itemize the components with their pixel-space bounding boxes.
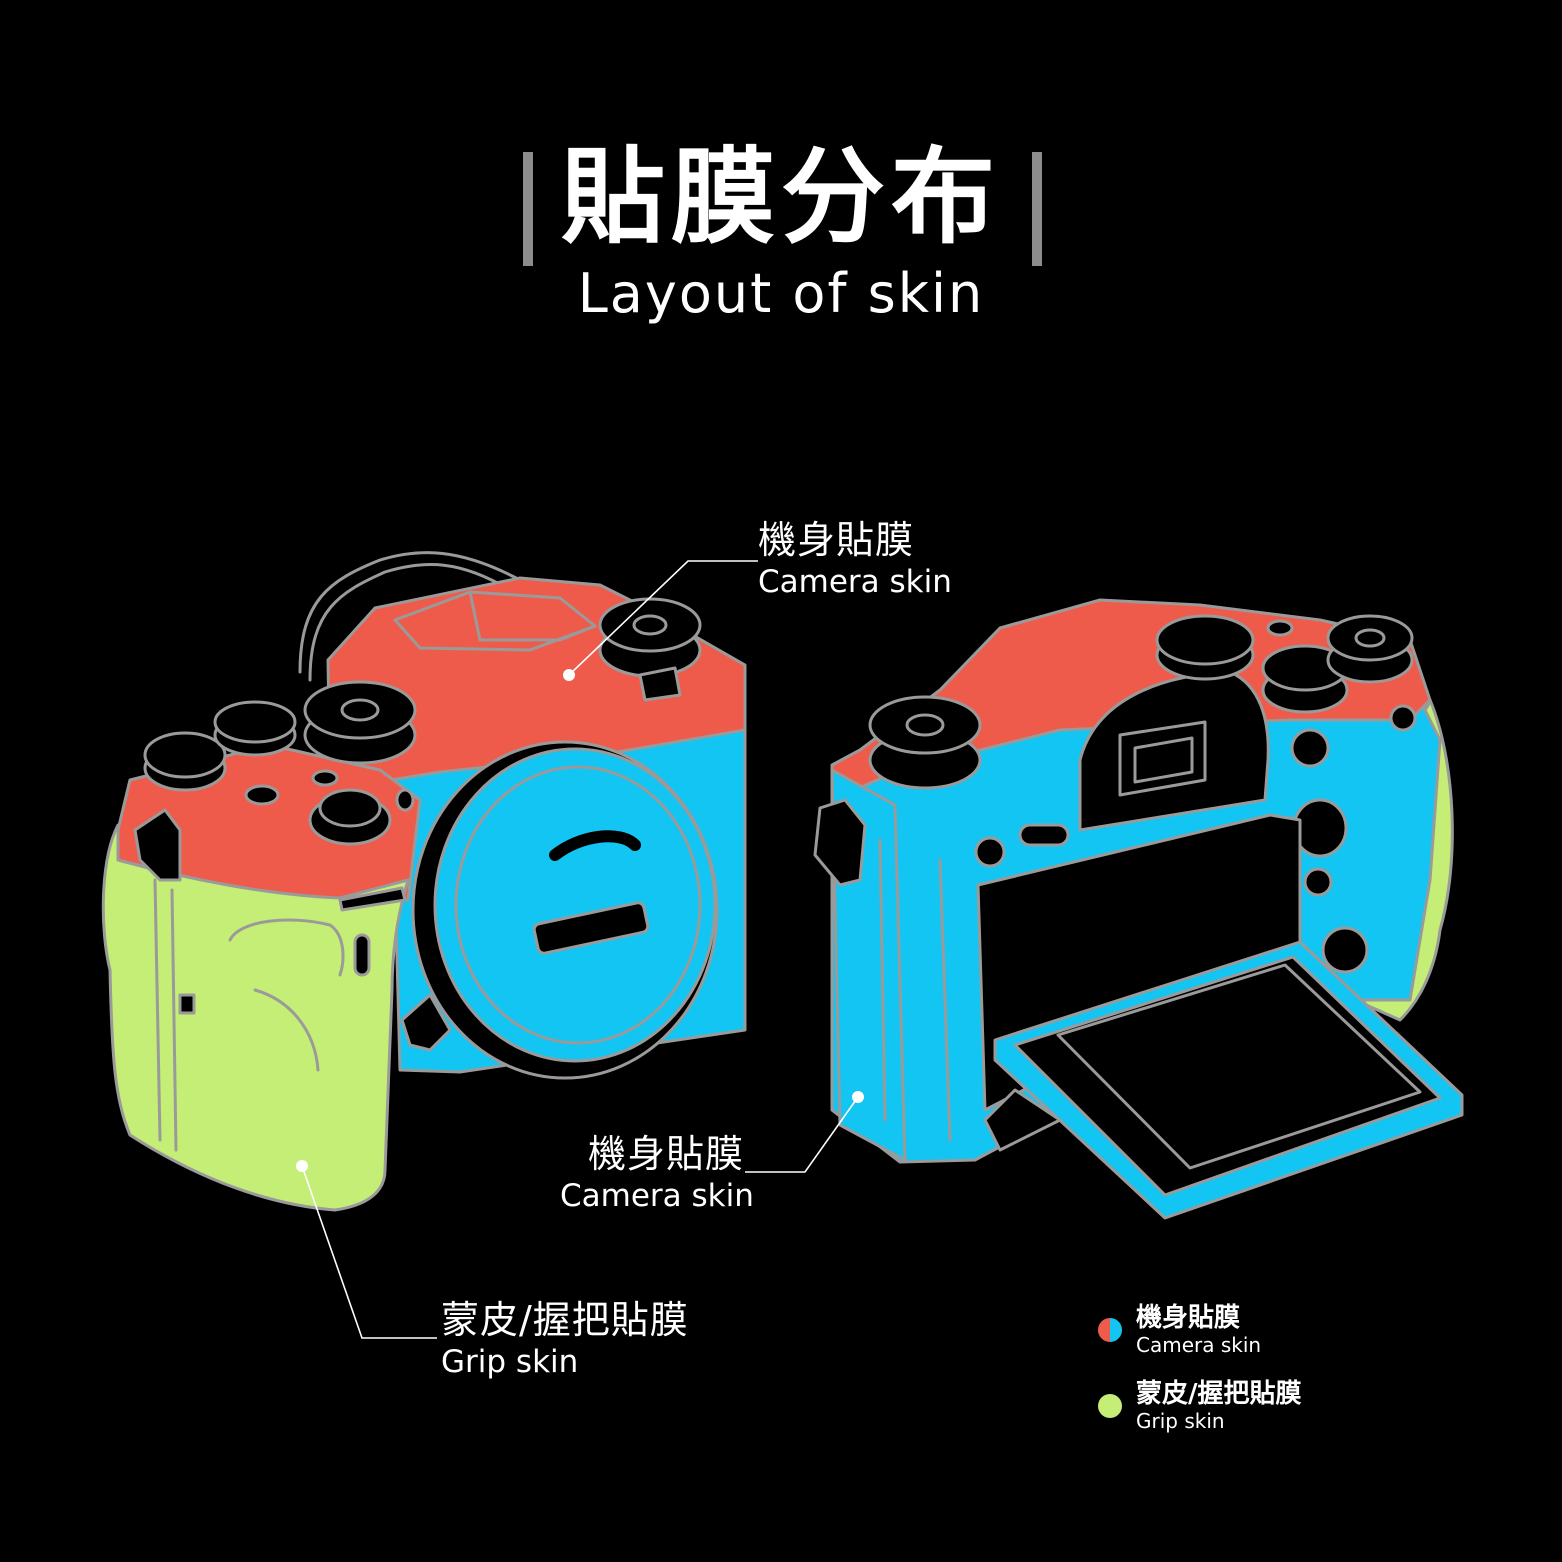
callout-dot-camera-top <box>563 669 575 681</box>
callout-dot-camera-back <box>852 1091 864 1103</box>
legend-swatch-camera-skin <box>1098 1318 1122 1342</box>
page-title: 貼膜分布 <box>560 136 1001 258</box>
callout-camera-top-zh: 機身貼膜 <box>758 518 915 562</box>
camera-back-illustration <box>813 598 1464 1220</box>
callout-camera-top: 機身貼膜 Camera skin <box>758 518 952 601</box>
callout-grip-zh: 蒙皮/握把貼膜 <box>441 1298 689 1342</box>
page-subtitle: Layout of skin <box>577 262 985 325</box>
legend-camera-skin-zh: 機身貼膜 <box>1136 1303 1241 1333</box>
callout-camera-back: 機身貼膜 Camera skin <box>560 1132 754 1215</box>
callout-camera-back-zh: 機身貼膜 <box>587 1132 744 1176</box>
title-bar-left <box>523 152 533 266</box>
legend-grip-skin-zh: 蒙皮/握把貼膜 <box>1136 1379 1302 1409</box>
callout-camera-top-en: Camera skin <box>758 563 952 600</box>
callout-dot-grip <box>296 1160 308 1172</box>
legend-grip-skin-en: Grip skin <box>1136 1408 1225 1433</box>
callout-grip-en: Grip skin <box>441 1343 579 1380</box>
legend-swatch-grip-skin <box>1098 1394 1122 1418</box>
title-bar-right <box>1032 152 1042 266</box>
camera-front-illustration <box>101 551 747 1212</box>
legend-camera-skin-en: Camera skin <box>1136 1332 1262 1357</box>
callout-camera-back-en: Camera skin <box>560 1177 754 1214</box>
callout-lines <box>301 560 859 1339</box>
callout-grip: 蒙皮/握把貼膜 Grip skin <box>441 1298 689 1381</box>
